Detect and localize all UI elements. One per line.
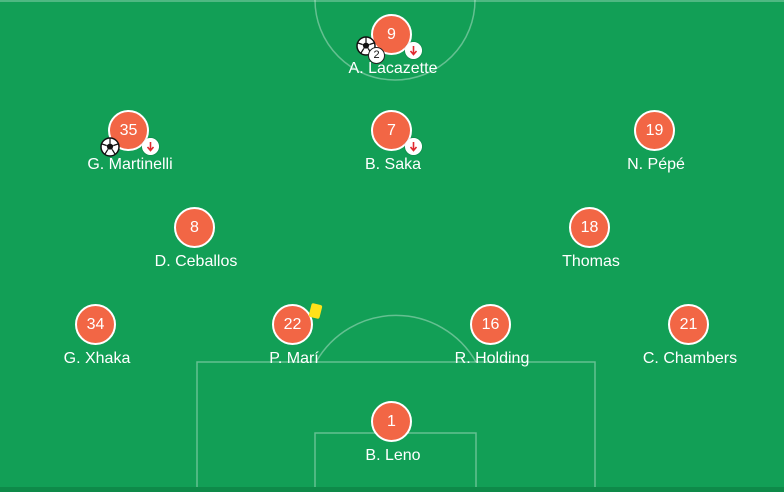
yellow-card-icon [308, 302, 323, 320]
player-holding[interactable]: 16 R. Holding [402, 304, 582, 374]
player-mari[interactable]: 22 P. Marí [204, 302, 384, 374]
player-name: B. Saka [364, 156, 422, 173]
substitution-off-icon [405, 138, 422, 155]
player-name: R. Holding [454, 350, 530, 367]
player-name: G. Xhaka [63, 350, 131, 367]
player-name: D. Ceballos [154, 253, 238, 270]
player-number-badge: 16 [470, 304, 511, 345]
player-name: A. Lacazette [348, 60, 438, 77]
player-number-badge: 21 [668, 304, 709, 345]
player-number-badge: 18 [569, 207, 610, 248]
player-name: G. Martinelli [87, 156, 173, 173]
player-martinelli[interactable]: 35 G. Martinelli [40, 110, 220, 180]
player-xhaka[interactable]: 34 G. Xhaka [7, 304, 187, 374]
player-ceballos[interactable]: 8 D. Ceballos [106, 207, 286, 277]
player-pepe[interactable]: 19 N. Pépé [566, 110, 746, 180]
player-name: N. Pépé [627, 156, 685, 173]
player-name: C. Chambers [642, 350, 738, 367]
player-number-badge: 22 [272, 304, 313, 345]
pitch-bottom-edge [0, 487, 784, 492]
player-saka[interactable]: 7 B. Saka [303, 110, 483, 180]
player-name: B. Leno [365, 447, 421, 464]
player-number-badge: 8 [174, 207, 215, 248]
substitution-off-icon [405, 42, 422, 59]
player-thomas[interactable]: 18 Thomas [501, 207, 681, 277]
player-chambers[interactable]: 21 C. Chambers [600, 304, 780, 374]
player-number-badge: 34 [75, 304, 116, 345]
goal-count-badge: 2 [368, 47, 385, 64]
player-leno[interactable]: 1 B. Leno [303, 401, 483, 471]
goal-ball-icon [100, 137, 120, 157]
player-name: P. Marí [269, 350, 319, 367]
player-lacazette[interactable]: 9 2 A. Lacazette [303, 14, 483, 84]
substitution-off-icon [142, 138, 159, 155]
player-number-badge: 19 [634, 110, 675, 151]
player-number-badge: 7 [371, 110, 412, 151]
player-name: Thomas [562, 253, 620, 270]
player-number-badge: 1 [371, 401, 412, 442]
